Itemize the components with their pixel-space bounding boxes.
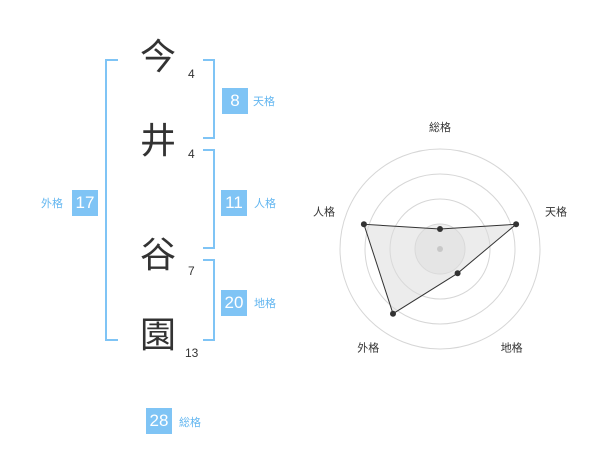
radar-axis-label-4: 外格 [357, 341, 379, 355]
gaikaku-bracket [105, 59, 118, 341]
name-char-2: 井 [139, 121, 176, 162]
chikaku-value: 20 [221, 290, 247, 316]
jinkaku-label: 人格 [254, 197, 276, 210]
stroke-count-1: 4 [188, 67, 195, 81]
gaikaku-label: 外格 [41, 197, 63, 210]
radar-axis-label-3: 地格 [501, 341, 523, 355]
radar-center-dot [437, 246, 443, 252]
stroke-count-2: 4 [188, 147, 195, 161]
radar-point-3 [454, 270, 461, 277]
radar-axis-label-2: 天格 [545, 204, 567, 218]
radar-point-5 [360, 221, 367, 228]
radar-point-1 [437, 226, 443, 232]
tenkaku-value: 8 [222, 88, 248, 114]
gaikaku-value: 17 [72, 190, 98, 216]
radar-ring-4 [339, 148, 541, 350]
stroke-count-3: 7 [188, 264, 195, 278]
radar-polygon [363, 223, 518, 315]
soukaku-value: 28 [146, 408, 172, 434]
radar-axis-label-1: 総格 [429, 120, 451, 134]
radar-axis-label-5: 人格 [313, 204, 335, 218]
tenkaku-label: 天格 [253, 95, 275, 108]
name-char-1: 今 [139, 37, 176, 78]
stroke-count-4: 13 [185, 346, 199, 360]
tenkaku-bracket [203, 59, 215, 139]
radar-ring-3 [364, 173, 516, 325]
radar-point-2 [513, 221, 520, 228]
name-char-4: 園 [139, 315, 176, 356]
radar-point-4 [390, 310, 396, 317]
chikaku-label: 地格 [254, 297, 276, 310]
jinkaku-value: 11 [221, 190, 247, 216]
jinkaku-bracket [203, 149, 215, 249]
name-char-3: 谷 [139, 235, 176, 276]
soukaku-label: 総格 [179, 416, 201, 429]
chikaku-bracket [203, 259, 215, 341]
